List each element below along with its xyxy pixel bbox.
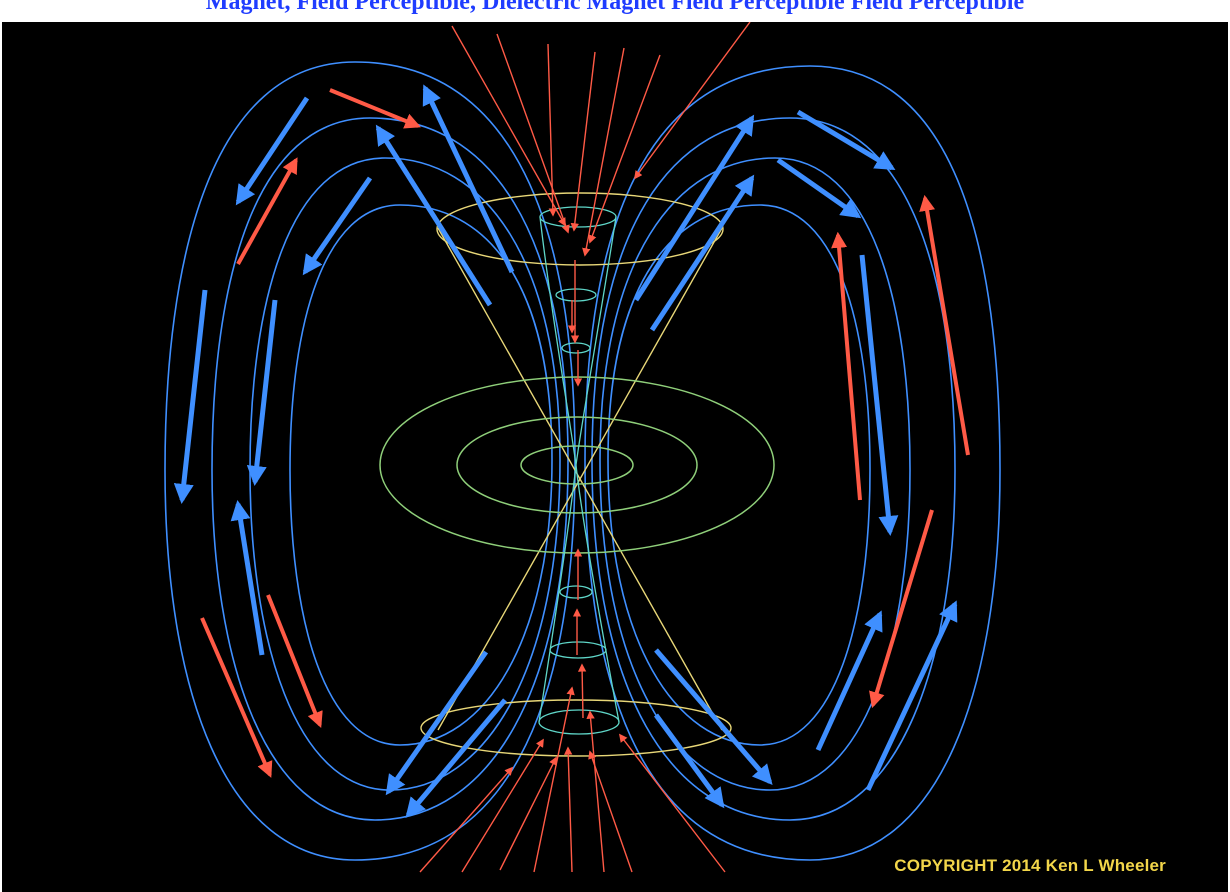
top-caption: Magnet, Field Perceptible, Dielectric Ma… (205, 0, 1025, 15)
magnet-field-diagram (164, 22, 1001, 873)
top-converging-lines (451, 22, 751, 387)
bottom-diverging-lines (419, 548, 726, 873)
center-funnel (538, 206, 620, 735)
dielectric-cones (420, 192, 732, 757)
header-strip: Magnet, Field Perceptible, Dielectric Ma… (0, 0, 1230, 22)
diagram-panel: COPYRIGHT 2014 Ken L Wheeler (2, 22, 1228, 892)
right-field-loops (584, 65, 1001, 861)
inertia-arrows (200, 88, 970, 778)
center-rings (379, 376, 775, 554)
field-flow-arrows (173, 84, 958, 819)
copyright-notice: COPYRIGHT 2014 Ken L Wheeler (894, 856, 1166, 875)
